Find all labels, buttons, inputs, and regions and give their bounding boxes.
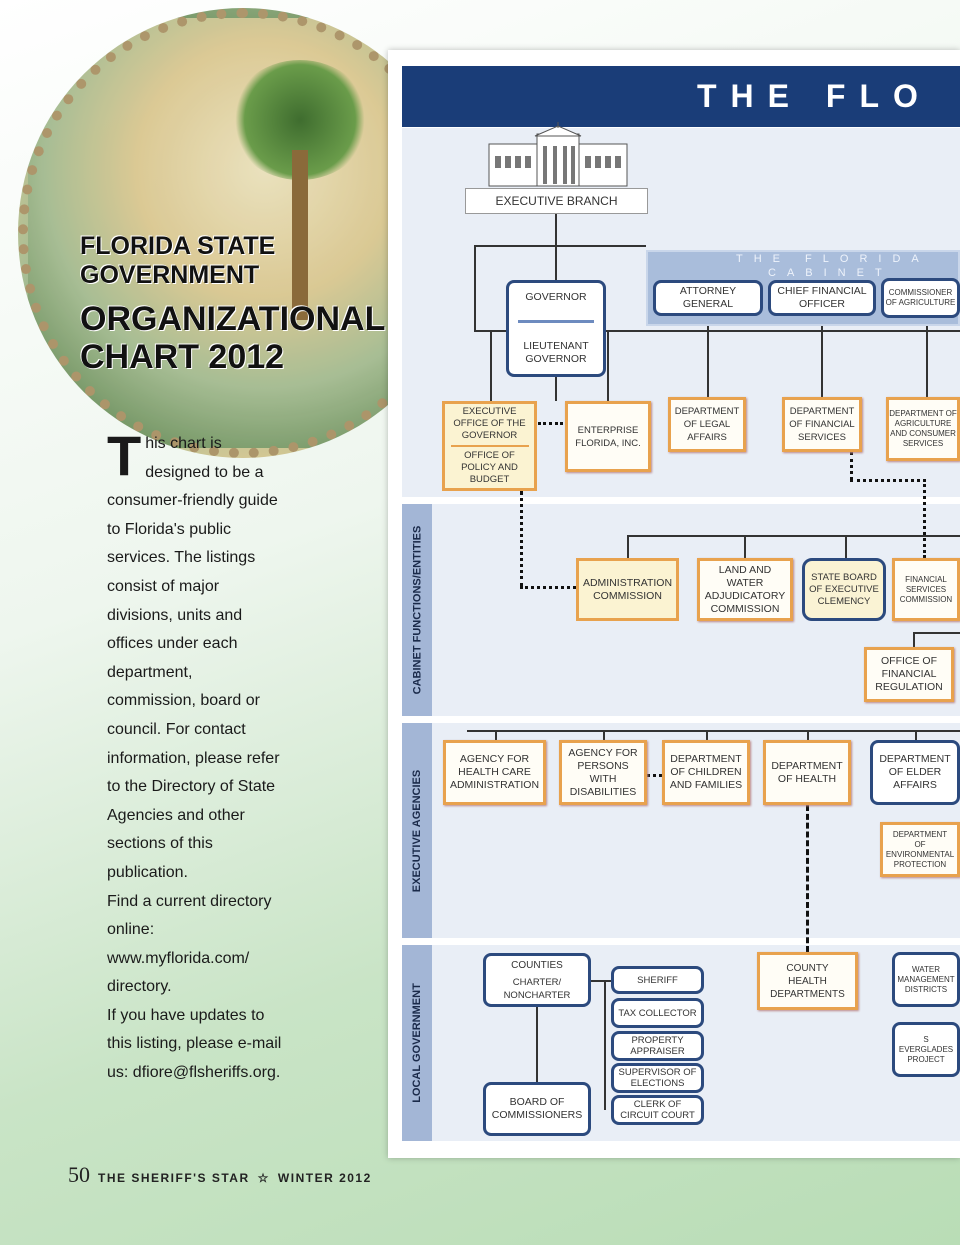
connector-line <box>604 980 606 1110</box>
executive-office-governor-box[interactable]: EXECUTIVE OFFICE OF THE GOVERNOR OFFICE … <box>442 401 537 491</box>
doh-box[interactable]: DEPARTMENT OF HEALTH <box>763 740 851 805</box>
cfo-box[interactable]: CHIEF FINANCIAL OFFICER <box>768 280 876 316</box>
connector-line <box>850 452 853 480</box>
connector-line <box>926 318 928 397</box>
enterprise-florida-box[interactable]: ENTERPRISE FLORIDA, INC. <box>565 401 651 472</box>
connector-line <box>474 245 646 247</box>
supervisor-elections-box[interactable]: SUPERVISOR OF ELECTIONS <box>611 1063 704 1093</box>
connector-line <box>627 535 629 558</box>
connector-line <box>807 730 809 740</box>
connector-line <box>520 586 576 589</box>
connector-line <box>495 730 497 740</box>
title-line: GOVERNMENT <box>80 261 260 289</box>
intro-text: his chart is designed to be a consumer-f… <box>107 435 280 881</box>
cabinet-title: CABINET <box>768 267 893 279</box>
title-line: CHART 2012 <box>80 338 285 376</box>
section-divider <box>402 716 960 723</box>
water-management-box[interactable]: WATER MANAGEMENT DISTRICTS <box>892 952 960 1007</box>
connector-line <box>536 1006 538 1082</box>
connector-line <box>821 316 823 397</box>
connector-line <box>590 980 611 982</box>
elder-affairs-box[interactable]: DEPARTMENT OF ELDER AFFAIRS <box>870 740 960 805</box>
board-commissioners-box[interactable]: BOARD OF COMMISSIONERS <box>483 1082 591 1136</box>
connector-line <box>744 535 746 558</box>
star-icon: ☆ <box>257 1171 270 1185</box>
page-number: 50 <box>68 1162 90 1187</box>
counties-label: COUNTIES <box>511 959 563 971</box>
county-health-box[interactable]: COUNTY HEALTH DEPARTMENTS <box>757 952 858 1010</box>
connector-line <box>555 214 557 280</box>
capitol-building-icon <box>488 122 628 187</box>
connector-line <box>913 632 915 647</box>
page-footer: 50 THE SHERIFF'S STAR ☆ WINTER 2012 <box>68 1162 372 1188</box>
connector-line <box>607 330 609 401</box>
connector-line <box>538 422 563 425</box>
section-label-agencies: EXECUTIVE AGENCIES <box>402 723 432 938</box>
divider <box>450 444 529 447</box>
property-appraiser-box[interactable]: PROPERTY APPRAISER <box>611 1031 704 1061</box>
counties-box[interactable]: COUNTIES CHARTER/ NONCHARTER <box>483 953 591 1007</box>
attorney-general-box[interactable]: ATTORNEY GENERAL <box>653 280 763 316</box>
dashed-connector <box>806 805 809 952</box>
charter-label: CHARTER/ NONCHARTER <box>503 976 571 1001</box>
connector-line <box>913 632 960 634</box>
financial-services-commission-box[interactable]: FINANCIAL SERVICES COMMISSION <box>892 558 960 621</box>
dept-legal-affairs-box[interactable]: DEPARTMENT OF LEGAL AFFAIRS <box>668 397 746 452</box>
label: S <box>923 1034 929 1044</box>
dept-financial-services-box[interactable]: DEPARTMENT OF FINANCIAL SERVICES <box>782 397 862 452</box>
dcf-box[interactable]: DEPARTMENT OF CHILDREN AND FAMILIES <box>662 740 750 805</box>
connector-line <box>850 479 926 482</box>
office-financial-regulation-box[interactable]: OFFICE OF FINANCIAL REGULATION <box>864 647 954 702</box>
magazine-title: THE SHERIFF'S STAR <box>98 1171 250 1185</box>
env-protection-box[interactable]: DEPARTMENT OF ENVIRONMENTAL PROTECTION <box>880 822 960 877</box>
connector-line <box>474 245 476 331</box>
palm-trunk-image <box>292 150 308 320</box>
connector-line <box>603 730 605 740</box>
section-label-local: LOCAL GOVERNMENT <box>402 945 432 1141</box>
divider <box>518 320 594 324</box>
connector-line <box>647 774 662 777</box>
title-line: ORGANIZATIONAL <box>80 300 386 338</box>
issue-label: WINTER 2012 <box>277 1171 372 1185</box>
cabinet-title: THE FLORIDA <box>736 253 930 265</box>
clerk-circuit-court-box[interactable]: CLERK OF CIRCUIT COURT <box>611 1095 704 1125</box>
connector-line <box>706 730 708 740</box>
executive-branch-label[interactable]: EXECUTIVE BRANCH <box>465 188 648 214</box>
connector-line <box>555 376 557 401</box>
connector-line <box>474 330 960 332</box>
connector-line <box>490 330 492 401</box>
connector-line <box>520 491 523 587</box>
ahca-box[interactable]: AGENCY FOR HEALTH CARE ADMINISTRATION <box>443 740 546 805</box>
section-label-cabinet: CABINET FUNCTIONS/ENTITIES <box>402 504 432 716</box>
governor-label: GOVERNOR <box>525 291 587 304</box>
governor-box[interactable]: GOVERNOR LIEUTENANT GOVERNOR <box>506 280 606 377</box>
connector-line <box>627 535 960 537</box>
connector-line <box>915 730 917 740</box>
apd-box[interactable]: AGENCY FOR PERSONS WITH DISABILITIES <box>559 740 647 805</box>
drop-cap: T <box>107 424 142 487</box>
label: EVERGLADES PROJECT <box>898 1044 954 1064</box>
executive-clemency-box[interactable]: STATE BOARD OF EXECUTIVE CLEMENCY <box>802 558 886 621</box>
connector-line <box>923 479 926 558</box>
tax-collector-box[interactable]: TAX COLLECTOR <box>611 998 704 1028</box>
section-divider <box>402 497 960 504</box>
exec-office-label: EXECUTIVE OFFICE OF THE GOVERNOR <box>453 405 526 441</box>
lt-governor-label: LIEUTENANT GOVERNOR <box>523 339 589 365</box>
connector-line <box>845 535 847 558</box>
dept-agriculture-box[interactable]: DEPARTMENT OF AGRICULTURE AND CONSUMER S… <box>886 397 960 461</box>
connector-line <box>707 316 709 397</box>
updates-text: If you have updates to this listing, ple… <box>107 1006 282 1082</box>
administration-commission-box[interactable]: ADMINISTRATION COMMISSION <box>576 558 679 621</box>
sheriff-box[interactable]: SHERIFF <box>611 966 704 994</box>
policy-budget-label: OFFICE OF POLICY AND BUDGET <box>461 450 518 486</box>
commissioner-agriculture-box[interactable]: COMMISSIONER OF AGRICULTURE <box>881 278 960 318</box>
land-water-commission-box[interactable]: LAND AND WATER ADJUDICATORY COMMISSION <box>697 558 793 621</box>
connector-line <box>467 730 960 732</box>
title-line: FLORIDA STATE <box>80 232 276 260</box>
everglades-box[interactable]: S EVERGLADES PROJECT <box>892 1022 960 1077</box>
chart-header: THE FLO <box>402 66 960 127</box>
section-divider <box>402 938 960 945</box>
find-online-text: Find a current directory online: www.myf… <box>107 892 272 996</box>
